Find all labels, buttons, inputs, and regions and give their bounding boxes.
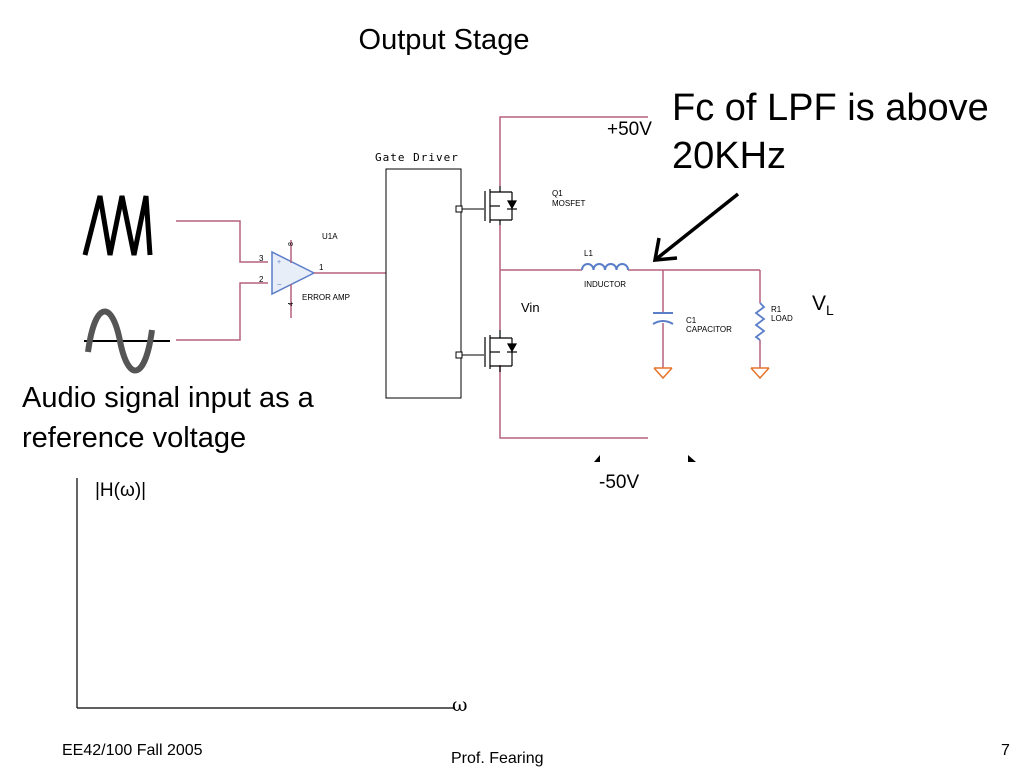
error-amp: + − bbox=[271, 240, 316, 318]
q1-ref: Q1 bbox=[552, 189, 563, 198]
callout-arrow bbox=[652, 192, 740, 262]
gate-driver-box bbox=[385, 168, 462, 399]
op-amp-pin1: 1 bbox=[319, 263, 324, 272]
sine-wave bbox=[85, 308, 155, 374]
cropped-marks bbox=[594, 455, 696, 462]
op-amp-pin8: 8 bbox=[288, 242, 295, 246]
mosfet-high bbox=[484, 186, 518, 225]
resistor bbox=[754, 302, 766, 341]
input-wires bbox=[176, 220, 268, 341]
vin-label: Vin bbox=[521, 300, 540, 315]
svg-text:−: − bbox=[277, 280, 282, 289]
vl-label: VL bbox=[812, 292, 834, 318]
r1-name: LOAD bbox=[771, 314, 793, 323]
graph-ylabel: |H(ω)| bbox=[95, 480, 147, 501]
triangle-wave bbox=[82, 195, 153, 256]
c1-ref: C1 bbox=[686, 316, 697, 325]
gate-driver-label: Gate Driver bbox=[375, 151, 459, 164]
op-amp-pin2: 2 bbox=[259, 275, 264, 284]
page-number: 7 bbox=[1001, 742, 1010, 759]
audio-caption: Audio signal input as a reference voltag… bbox=[22, 382, 314, 454]
op-amp-pin3: 3 bbox=[259, 254, 264, 263]
footer-course: EE42/100 Fall 2005 bbox=[62, 742, 203, 759]
svg-text:+: + bbox=[277, 259, 281, 266]
gate-driver-outputs bbox=[455, 205, 484, 359]
op-amp-name: ERROR AMP bbox=[302, 293, 350, 302]
rail-wires bbox=[499, 116, 761, 439]
op-amp-pin4: 4 bbox=[288, 302, 295, 306]
slide-title: Output Stage bbox=[358, 24, 530, 56]
footer-author: Prof. Fearing bbox=[451, 750, 544, 767]
callout-text: Fc of LPF is above 20KHz bbox=[672, 87, 989, 177]
negative-rail-label: -50V bbox=[599, 472, 640, 493]
op-amp-ref: U1A bbox=[322, 232, 338, 241]
l1-ref: L1 bbox=[584, 249, 593, 258]
vl-sub: L bbox=[826, 302, 834, 319]
ground-symbol-capacitor bbox=[653, 367, 673, 380]
positive-rail-label: +50V bbox=[607, 119, 652, 140]
c1-name: CAPACITOR bbox=[686, 325, 732, 334]
r1-ref: R1 bbox=[771, 305, 782, 314]
graph-axes bbox=[76, 478, 455, 709]
q1-name: MOSFET bbox=[552, 199, 585, 208]
inductor bbox=[581, 262, 629, 271]
ground-symbol-load bbox=[750, 367, 770, 380]
vl-main: V bbox=[812, 292, 827, 315]
mosfet-low bbox=[484, 330, 518, 372]
capacitor bbox=[652, 312, 674, 325]
l1-name: INDUCTOR bbox=[584, 280, 626, 289]
graph-xlabel: ω bbox=[452, 694, 468, 716]
